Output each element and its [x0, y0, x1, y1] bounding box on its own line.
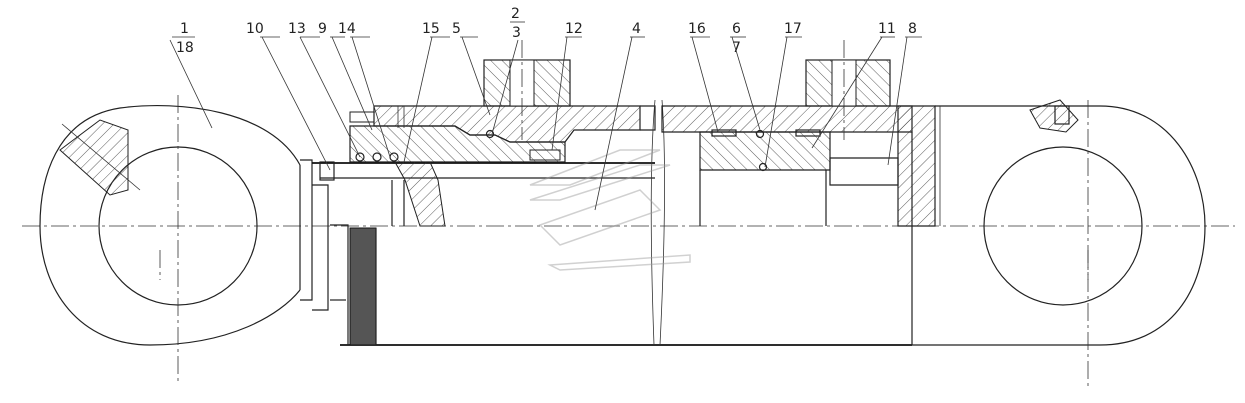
label-13: 13	[288, 21, 306, 37]
label-15: 15	[422, 21, 440, 37]
watermark-logo	[529, 149, 691, 271]
label-3: 3	[512, 25, 521, 41]
label-14: 14	[338, 21, 356, 37]
label-4: 4	[632, 21, 641, 37]
label-16: 16	[688, 21, 706, 37]
label-18: 18	[176, 40, 194, 56]
label-8: 8	[908, 21, 917, 37]
tube-piston	[661, 40, 936, 345]
part-labels: 1 18 10 13 9 14 15 5 2 3 12 4 16 6 7 17 …	[176, 6, 917, 56]
port-left	[483, 40, 571, 140]
gland-head	[319, 105, 641, 227]
label-7: 7	[732, 40, 741, 56]
label-1: 1	[180, 21, 189, 37]
label-11: 11	[878, 21, 896, 37]
piston-rod	[312, 162, 912, 346]
left-rod-eye	[39, 95, 313, 385]
label-5: 5	[452, 21, 461, 37]
label-17: 17	[784, 21, 802, 37]
right-eye	[912, 99, 1206, 390]
label-10: 10	[246, 21, 264, 37]
label-6: 6	[732, 21, 741, 37]
label-2: 2	[511, 6, 520, 22]
leader-lines	[169, 21, 922, 211]
label-9: 9	[318, 21, 327, 37]
tube-left	[640, 99, 665, 346]
label-12: 12	[565, 21, 583, 37]
